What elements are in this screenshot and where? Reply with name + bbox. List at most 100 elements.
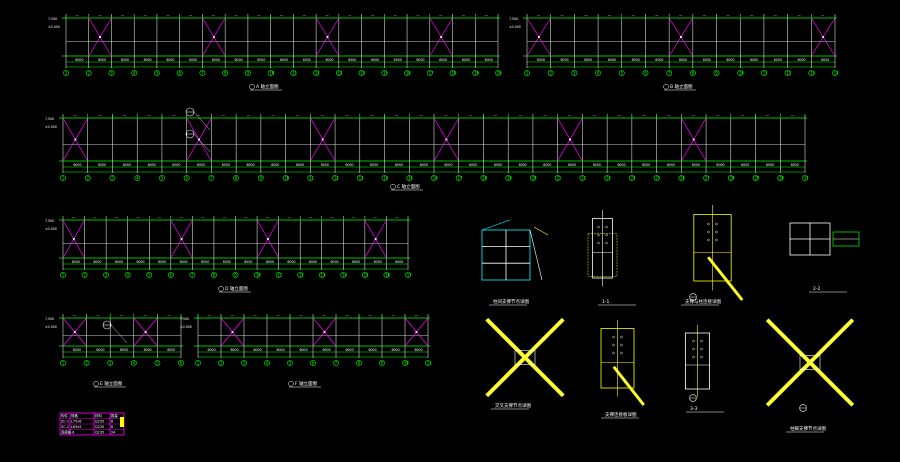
axis-bubble — [131, 70, 138, 76]
bay-dimension: 6000 — [148, 163, 156, 167]
bay-dimension: 6000 — [222, 163, 230, 167]
tick-mark: — — [309, 216, 313, 220]
tick-mark: — — [371, 14, 375, 18]
axis-bubble — [146, 272, 153, 278]
axis-number: 16 — [406, 70, 411, 75]
axis-bubble — [653, 175, 660, 181]
bay-dimension: 6000 — [370, 163, 378, 167]
axis-number: 2 — [87, 175, 90, 180]
axis-bubble — [264, 360, 270, 366]
tick-mark: — — [444, 114, 448, 118]
tick-mark: — — [352, 216, 356, 220]
tick-mark: — — [469, 114, 473, 118]
bay-dimension: 6000 — [323, 348, 331, 352]
angle-edge — [486, 319, 526, 358]
axis-bubble — [737, 70, 744, 76]
axis-bubble — [103, 272, 110, 278]
elevation-elev2: 16000—26000—36000—46000—56000—66000—7600… — [509, 14, 839, 91]
axis-number: 14 — [342, 272, 347, 277]
tick-mark: — — [321, 114, 325, 118]
elevation-title: F 轴立面图 — [295, 380, 318, 387]
axis-number: 6 — [644, 70, 647, 75]
bolt-hole — [605, 225, 608, 229]
bolt-hole — [612, 335, 615, 339]
axis-number: 15 — [408, 175, 413, 180]
tick-mark: — — [158, 216, 162, 220]
axis-number: 29 — [754, 175, 759, 180]
axis-bubble — [808, 70, 815, 76]
axis-number: 10 — [256, 272, 261, 277]
title-bubble — [249, 83, 255, 90]
axis-bubble — [257, 175, 264, 181]
bay-dimension: 6000 — [158, 260, 166, 264]
bay-dimension: 6000 — [415, 348, 423, 352]
axis-bubble — [455, 175, 462, 181]
elevation-elev5: 16000—26000—36000—46000—56000—6±0.0007.5… — [45, 314, 184, 388]
axis-bubble — [159, 175, 165, 181]
angle-edge — [809, 319, 853, 363]
brace-edge — [613, 366, 644, 406]
tick-mark: — — [300, 314, 304, 318]
axis-bubble — [381, 175, 388, 181]
bay-dimension: 6000 — [172, 163, 180, 167]
axis-number: 3 — [111, 175, 114, 180]
tick-mark: — — [494, 114, 498, 118]
table-cell: Q235 — [95, 431, 104, 435]
bolt-hole — [620, 351, 623, 355]
elevation-mark: ±0.000 — [45, 227, 57, 231]
tick-mark: — — [115, 216, 119, 220]
elevation-mark: ±0.000 — [45, 125, 57, 129]
bolt-hole — [692, 355, 695, 359]
axis-bubble — [81, 272, 88, 278]
bay-dimension: 6000 — [271, 163, 279, 167]
axis-bubble — [208, 175, 215, 181]
axis-number: 5 — [148, 272, 151, 277]
axis-number: 9 — [715, 70, 718, 75]
bay-dimension: 6000 — [346, 348, 354, 352]
tick-mark: — — [136, 216, 140, 220]
axis-number: 11 — [427, 360, 432, 365]
axis-number: 6 — [170, 272, 173, 277]
axis-number: 1 — [65, 70, 68, 75]
bolt-hole — [612, 343, 615, 347]
bay-dimension: 6000 — [325, 58, 333, 62]
detail-d8: 柱脚支撑节点详图 — [765, 318, 855, 433]
tick-mark: — — [667, 114, 671, 118]
axis-number: 11 — [763, 70, 768, 75]
axis-bubble — [167, 272, 174, 278]
axis-number: 1 — [197, 360, 200, 365]
angle-edge — [767, 319, 811, 363]
table-cell: L63x5 — [71, 425, 81, 429]
axis-bubble — [195, 360, 201, 366]
axis-bubble — [666, 70, 673, 76]
axis-number: 21 — [556, 175, 561, 180]
axis-bubble — [199, 70, 206, 76]
axis-bubble — [83, 360, 90, 366]
bay-dimension: 6000 — [543, 163, 551, 167]
bolt-hole — [612, 351, 615, 355]
bay-dimension: 6000 — [352, 260, 360, 264]
axis-number: 17 — [407, 272, 412, 277]
axis-bubble — [579, 175, 586, 181]
bay-dimension: 6000 — [144, 58, 152, 62]
brace-node — [180, 238, 183, 240]
tick-mark: — — [750, 14, 754, 18]
axis-number: 3 — [109, 360, 112, 365]
axis-number: 8 — [213, 272, 216, 277]
tick-mark: — — [561, 14, 565, 18]
table-cell: -8 — [71, 431, 74, 435]
axis-number: 16 — [433, 175, 438, 180]
detail-d2: 1-1 — [587, 210, 636, 306]
brace-node — [374, 238, 377, 240]
bolt-hole — [597, 233, 600, 237]
tick-mark: — — [222, 114, 226, 118]
bolt-hole — [715, 230, 718, 234]
bolt-hole — [605, 233, 608, 237]
axis-number: 25 — [655, 175, 660, 180]
bay-dimension: 6000 — [519, 163, 527, 167]
brace-node — [680, 36, 682, 38]
tick-mark: — — [167, 314, 171, 318]
axis-bubble — [290, 70, 297, 76]
axis-number: 11 — [277, 272, 282, 277]
